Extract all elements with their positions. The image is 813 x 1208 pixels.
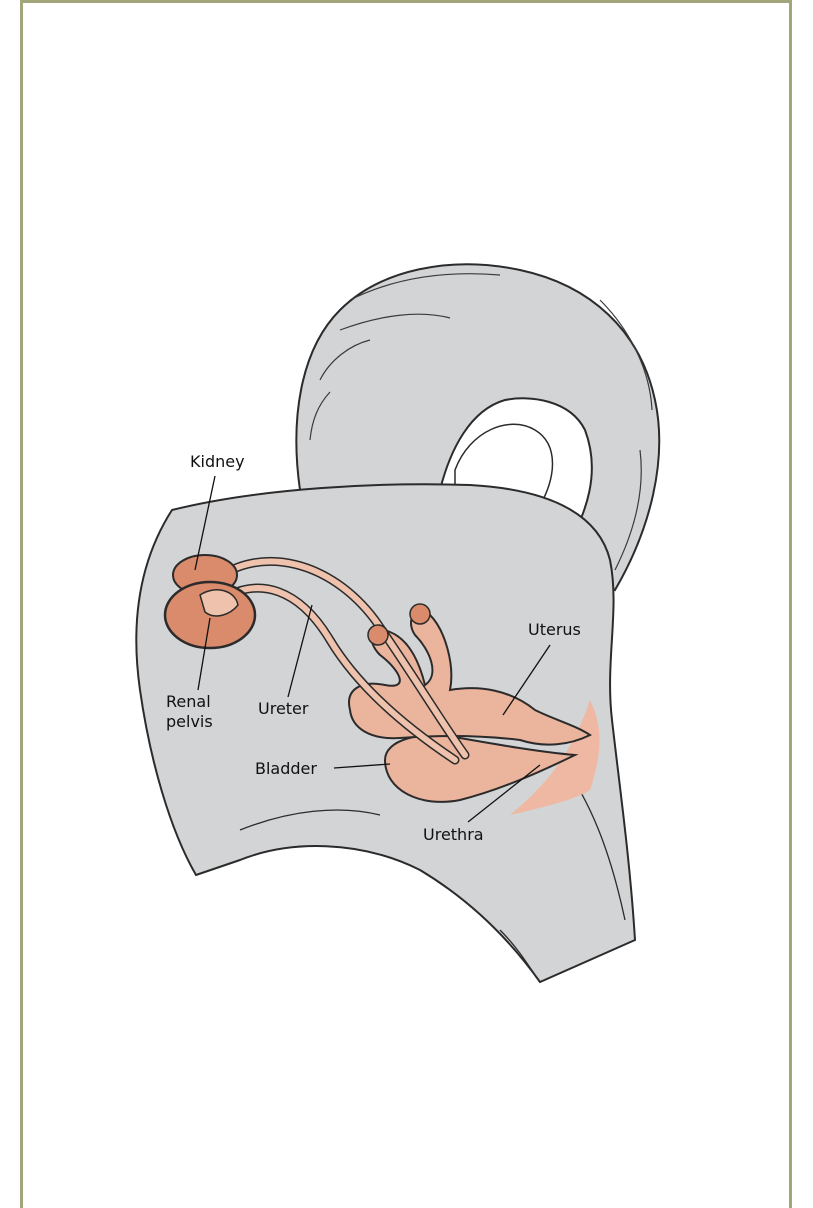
label-urethra: Urethra xyxy=(423,825,484,845)
label-ureter: Ureter xyxy=(258,699,308,719)
label-kidney: Kidney xyxy=(190,452,245,472)
ovary-right xyxy=(410,604,430,624)
label-renal-pelvis: Renal pelvis xyxy=(166,692,226,732)
label-uterus: Uterus xyxy=(528,620,581,640)
ovary-left xyxy=(368,625,388,645)
label-bladder: Bladder xyxy=(255,759,317,779)
